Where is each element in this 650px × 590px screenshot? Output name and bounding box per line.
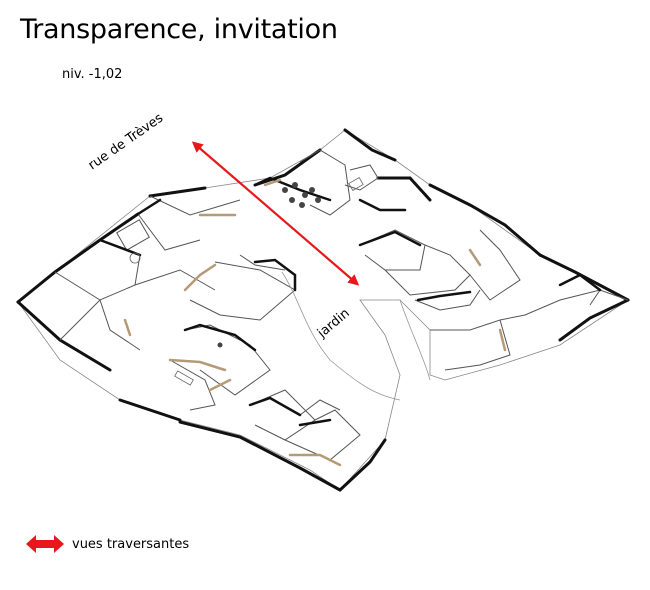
building-outline: [17, 129, 629, 491]
table-outlines: [129, 176, 364, 386]
exterior-walls: [16, 128, 630, 492]
double-arrow-icon: [26, 535, 64, 553]
page-title: Transparence, invitation: [20, 14, 338, 45]
garden-path: [281, 271, 431, 401]
legend: vues traversantes: [26, 532, 189, 556]
legend-label: vues traversantes: [72, 536, 190, 552]
interior-partitions: [54, 149, 629, 461]
cross-view-arrow: [191, 141, 360, 286]
garden-label: jardin: [314, 306, 353, 342]
street-label: rue de Trèves: [86, 111, 167, 174]
level-label: niv. -1,02: [62, 67, 123, 82]
interior-walls: [98, 176, 602, 427]
